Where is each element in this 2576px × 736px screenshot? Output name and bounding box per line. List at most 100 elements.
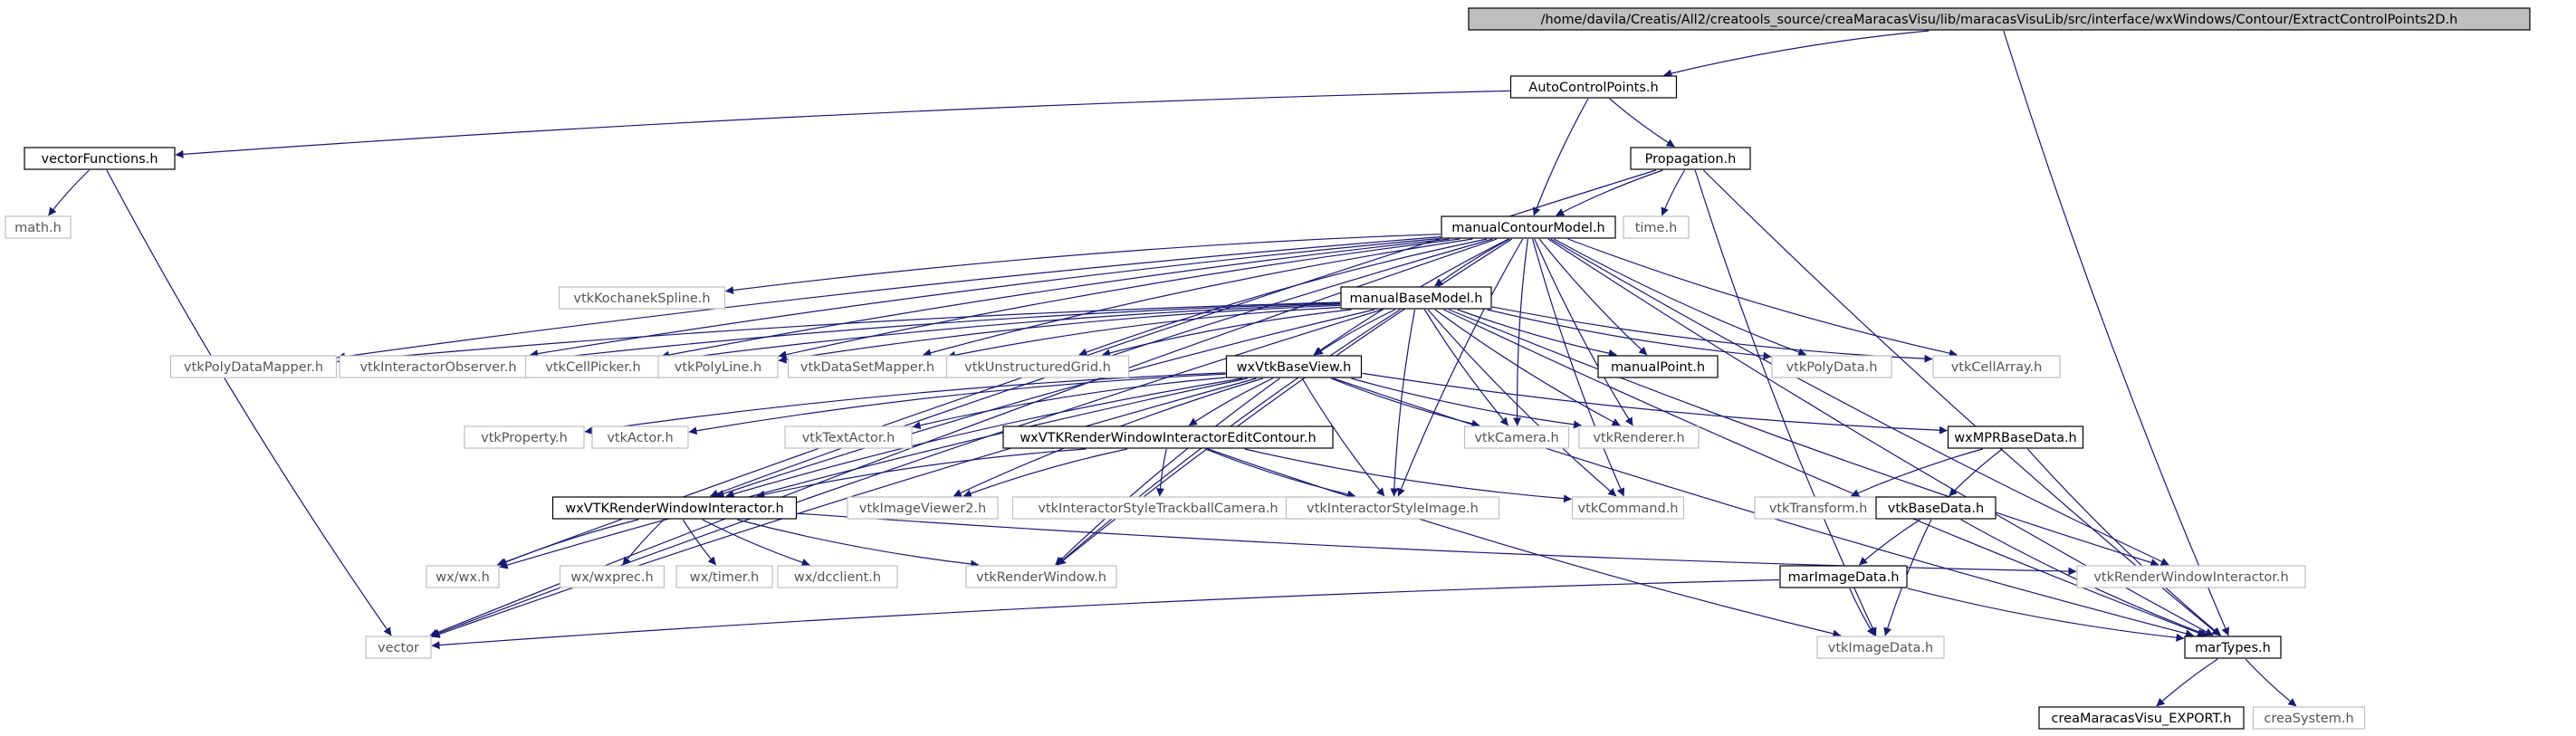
node-label: vtkDataSetMapper.h [800, 360, 934, 375]
node-trackball: vtkInteractorStyleTrackballCamera.h [1011, 496, 1305, 520]
node-actor: vtkActor.h [591, 425, 689, 449]
node-box [464, 425, 585, 449]
edge-mcm-to-renderer [1534, 238, 1633, 426]
node-unstructured: vtkUnstructuredGrid.h [945, 355, 1130, 378]
edge-mcm-to-command [1532, 238, 1625, 497]
node-box [1816, 636, 1945, 659]
node-label: vtkInteractorObserver.h [359, 360, 516, 375]
node-box [1623, 215, 1690, 239]
node-label: /home/davila/Creatis/All2/creatools_sour… [1541, 13, 2458, 27]
edge-wxvtkbase-to-wxwx [499, 378, 1248, 569]
node-label: math.h [14, 221, 62, 235]
node-textactor: vtkTextActor.h [784, 425, 913, 449]
edge-wxvtkbase-to-renderer [1351, 378, 1582, 429]
node-label: vtkCommand.h [1578, 502, 1679, 516]
edge-wxvtkrwi-to-wxwx [498, 519, 639, 566]
node-prop[interactable]: Propagation.h [1630, 147, 1751, 170]
edge-prop-to-time [1661, 169, 1686, 216]
edge-wxmpr-to-vtkbasedata [1949, 448, 2003, 497]
node-vector: vector [365, 636, 432, 659]
node-box [1441, 215, 1616, 239]
edge-autocp-to-mcm [1532, 98, 1589, 216]
node-label: marTypes.h [2195, 641, 2271, 655]
edge-mbm-to-renderer [1434, 309, 1621, 426]
node-export[interactable]: creaMaracasVisu_EXPORT.h [2038, 706, 2245, 730]
node-mbm[interactable]: manualBaseModel.h [1340, 286, 1492, 310]
node-imagedata: vtkImageData.h [1816, 636, 1945, 659]
node-manualpoint[interactable]: manualPoint.h [1597, 355, 1719, 378]
node-box [1509, 75, 1678, 99]
edge-wxvtkedit-to-command [1244, 448, 1572, 503]
node-dcclient: wx/dcclient.h [777, 565, 898, 588]
edge-martypes-to-export [2156, 658, 2218, 707]
edge-mcm-to-unstructured [1078, 238, 1488, 357]
node-polyline: vtkPolyLine.h [657, 355, 779, 378]
node-mcm[interactable]: manualContourModel.h [1441, 215, 1616, 239]
node-root[interactable]: /home/davila/Creatis/All2/creatools_sour… [1468, 7, 2531, 31]
node-wxvtkedit[interactable]: wxVTKRenderWindowInteractorEditContour.h [1002, 425, 1334, 449]
node-wxvtkbase[interactable]: wxVtkBaseView.h [1225, 355, 1363, 378]
node-transform: vtkTransform.h [1754, 496, 1882, 520]
edge-wxvtkedit-to-imageviewer2 [962, 448, 1127, 498]
node-marimage[interactable]: marImageData.h [1779, 565, 1908, 588]
node-box [591, 425, 689, 449]
node-box [1463, 425, 1570, 449]
edge-mbm-to-polydata [1487, 309, 1772, 360]
node-box [2252, 706, 2366, 730]
node-box [777, 565, 898, 588]
node-label: creaMaracasVisu_EXPORT.h [2052, 712, 2232, 726]
edge-mcm-to-datasetmapper [923, 238, 1473, 358]
node-martypes[interactable]: marTypes.h [2184, 636, 2282, 659]
node-label: vtkImageData.h [1828, 641, 1934, 655]
edge-wxvtkbase-to-textactor [912, 377, 1226, 430]
node-cellpicker: vtkCellPicker.h [524, 355, 662, 378]
node-autocp[interactable]: AutoControlPoints.h [1509, 75, 1678, 99]
edges-layer [48, 30, 2297, 707]
node-label: manualPoint.h [1611, 360, 1705, 375]
node-label: AutoControlPoints.h [1528, 81, 1658, 95]
node-label: vtkTextActor.h [802, 431, 895, 445]
nodes-layer: /home/davila/Creatis/All2/creatools_sour… [5, 7, 2531, 730]
node-box [1011, 496, 1305, 520]
edge-wxvtkrwi-to-renderwindow [737, 519, 980, 569]
node-cellarray: vtkCellArray.h [1932, 355, 2061, 378]
node-renderer: vtkRenderer.h [1578, 425, 1700, 449]
node-label: vtkActor.h [607, 431, 673, 445]
node-label: vtkCellArray.h [1951, 360, 2043, 375]
edge-wxvtkbase-to-wxmpr [1362, 372, 1948, 435]
edge-mcm-to-cellpicker [661, 238, 1450, 359]
node-polydatamapper: vtkPolyDataMapper.h [169, 355, 338, 378]
node-box [847, 496, 999, 520]
edge-mcm-to-polydata [1554, 238, 1807, 357]
edge-wxvtkrwi-to-timer [682, 519, 717, 566]
edge-wxvtkbase-to-wxvtkrwi [725, 378, 1243, 498]
edge-wxvtkbase-to-renderwindow [1055, 378, 1280, 566]
node-vtkbasedata[interactable]: vtkBaseData.h [1875, 496, 1997, 520]
node-label: vtkImageViewer2.h [859, 502, 986, 516]
edge-wxvtkedit-to-styleimage [1205, 448, 1356, 499]
edge-autocp-to-prop [1609, 98, 1675, 148]
node-label: wx/dcclient.h [794, 570, 881, 585]
edge-mbm-to-interobs [537, 302, 1341, 363]
node-label: vectorFunctions.h [41, 152, 158, 167]
node-box [365, 636, 432, 659]
node-box [169, 355, 338, 378]
node-wxvtkrwi[interactable]: wxVTKRenderWindowInteractor.h [551, 496, 798, 520]
node-label: wx/timer.h [690, 570, 760, 585]
node-box [5, 215, 72, 239]
node-label: vtkPolyLine.h [675, 360, 761, 375]
node-label: Propagation.h [1645, 152, 1737, 167]
edge-mbm-to-rwi [1448, 309, 2159, 567]
node-label: wxVtkBaseView.h [1237, 360, 1352, 375]
edge-mcm-to-mbm [1434, 238, 1510, 287]
edge-mbm-to-cellpicker [661, 303, 1341, 365]
edge-wxvtkedit-to-wxvtkrwi [756, 448, 1087, 499]
node-vecfn[interactable]: vectorFunctions.h [24, 147, 176, 170]
node-box [1779, 565, 1908, 588]
node-box [945, 355, 1130, 378]
node-renderwindow: vtkRenderWindow.h [965, 565, 1117, 588]
node-wxmpr[interactable]: wxMPRBaseData.h [1947, 425, 2084, 449]
edge-mbm-to-manualpoint [1457, 309, 1617, 358]
edge-wxvtkedit-to-trackball [1155, 448, 1167, 497]
edge-mbm-to-wxvtkrwi [715, 309, 1375, 498]
